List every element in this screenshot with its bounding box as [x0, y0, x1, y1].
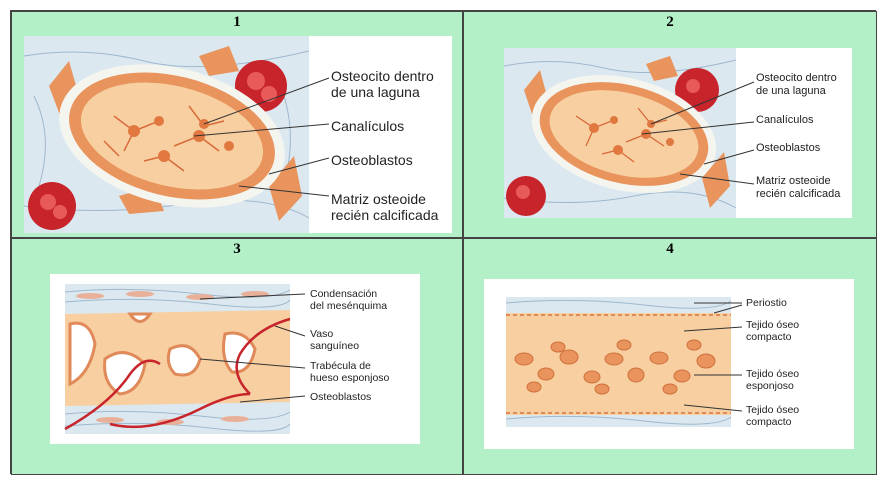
label-trabecula: Trabécula de hueso esponjoso	[310, 360, 390, 385]
cell-number: 1	[233, 14, 241, 30]
label-osteocyte: Osteocito dentro de una laguna	[756, 72, 837, 97]
osteocyte-illustration: Osteocito dentro de una laguna Canalícul…	[24, 36, 452, 233]
bone-layers-illustration: Periostio Tejido óseo compacto Tejido ós…	[484, 279, 854, 449]
label-periosteum: Periostio	[746, 297, 787, 309]
ossification-drawing	[64, 284, 306, 434]
cell-number: 4	[666, 241, 674, 257]
label-osteoblasts: Osteoblastos	[756, 142, 821, 154]
label-canaliculi: Canalículos	[756, 114, 814, 126]
ossification-drawing	[24, 36, 330, 233]
label-osteoblasts: Osteoblastos	[331, 152, 413, 168]
label-spongy-bone: Tejido óseo esponjoso	[746, 368, 800, 393]
cell-3: 3	[11, 238, 463, 475]
label-osteoblasts: Osteoblastos	[310, 391, 372, 403]
trabecula-illustration: Condensación del mesénquima Vaso sanguín…	[50, 274, 420, 444]
label-osteocyte: Osteocito dentro de una laguna	[331, 68, 434, 101]
cell-2: 2	[463, 11, 877, 238]
label-matrix: Matriz osteoide recién calcificada	[331, 191, 439, 224]
osteocyte-illustration: Osteocito dentro de una laguna Canalícul…	[504, 48, 852, 218]
cell-number: 2	[666, 14, 674, 30]
ossification-drawing	[505, 297, 743, 427]
cell-1: 1	[11, 11, 463, 238]
label-compact-bone-top: Tejido óseo compacto	[746, 319, 800, 344]
label-matrix: Matriz osteoide recién calcificada	[756, 175, 841, 200]
label-compact-bone-bottom: Tejido óseo compacto	[746, 404, 800, 429]
label-blood-vessel: Vaso sanguíneo	[310, 328, 360, 353]
figure-grid: 1	[10, 10, 877, 475]
label-mesenchyme: Condensación del mesénquima	[310, 288, 388, 313]
cell-number: 3	[233, 241, 241, 257]
cell-4: 4	[463, 238, 877, 475]
ossification-drawing	[504, 48, 755, 218]
label-canaliculi: Canalículos	[331, 118, 405, 134]
